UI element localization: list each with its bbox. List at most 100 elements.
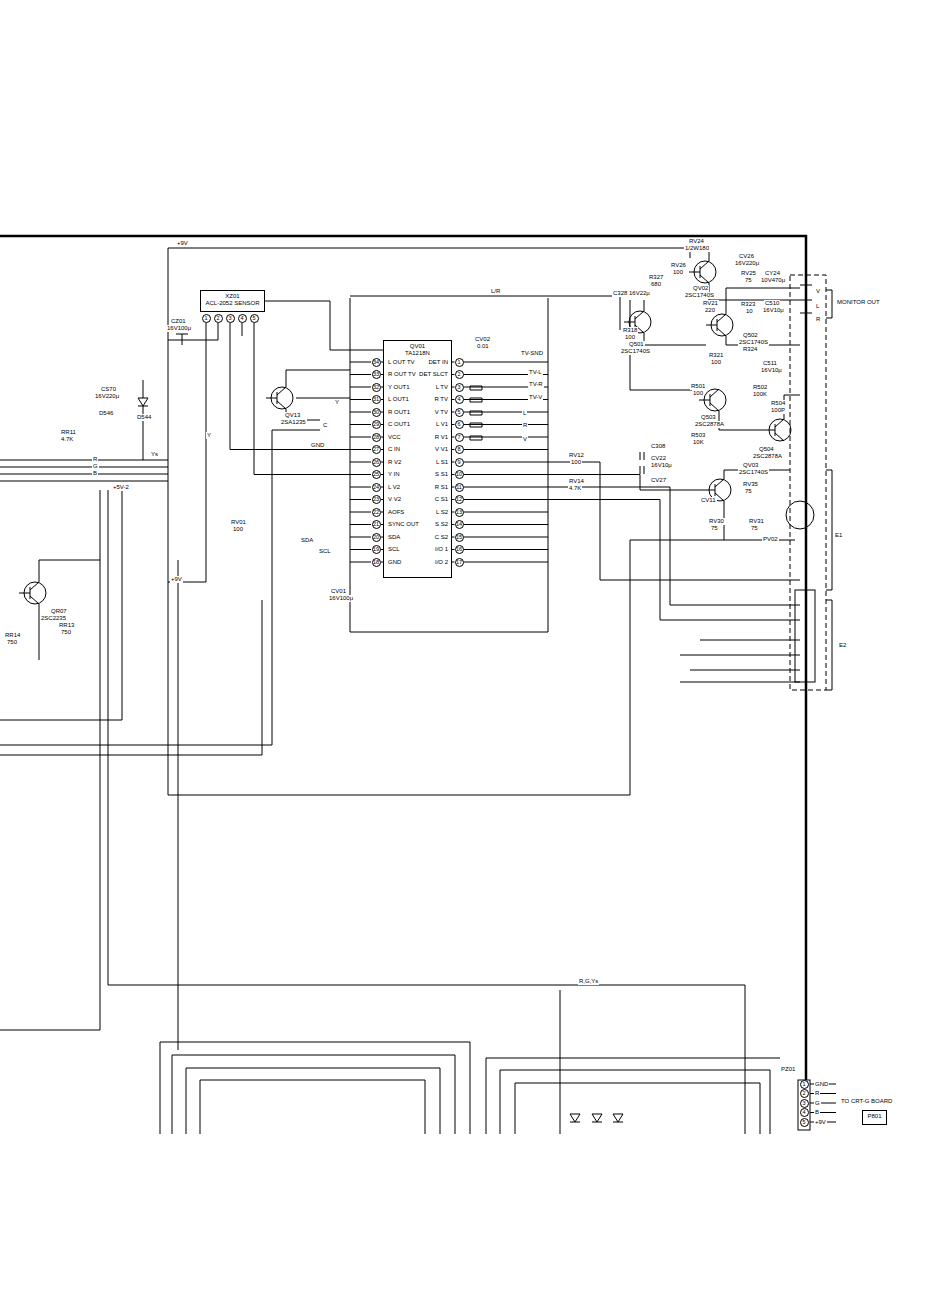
component-label: SCL <box>318 548 332 555</box>
board-tag: P801 <box>862 1110 887 1125</box>
component-label: 750 <box>6 639 18 646</box>
component-label: 10K <box>692 439 705 446</box>
component-label: R,G,Ys <box>578 978 599 985</box>
component-label: 100 <box>692 390 704 397</box>
component-label: CV27 <box>650 477 667 484</box>
pin-number: 33 <box>372 370 381 379</box>
pin-name: L V1 <box>435 421 449 428</box>
component-label: 100P <box>770 407 786 414</box>
wire <box>0 490 122 720</box>
component-label: 220 <box>704 307 716 314</box>
sensor-pin: 3 <box>226 314 235 323</box>
component-label: RR14 <box>4 632 21 639</box>
connector-pin: 3 <box>800 1099 809 1108</box>
pin-number: 9 <box>455 458 464 467</box>
component-label: L <box>522 410 527 417</box>
pin-name: L OUT TV <box>387 359 416 366</box>
pin-number: 13 <box>455 508 464 517</box>
wire <box>168 323 206 582</box>
component-label: Q502 <box>742 332 759 339</box>
component-label: RV12 <box>568 452 585 459</box>
component-label: 4.7K <box>60 436 74 443</box>
diode-symbol <box>570 1114 623 1122</box>
pin-number: 34 <box>372 358 381 367</box>
node-text: P801 <box>866 1113 883 1120</box>
component-label: QV03 <box>742 462 759 469</box>
pin-stub <box>452 437 548 438</box>
pin-number: 16 <box>455 545 464 554</box>
wire <box>680 640 800 682</box>
component-label: Y <box>206 432 212 439</box>
jack-contacts <box>800 285 812 313</box>
component-label: RR13 <box>58 622 75 629</box>
pin-number: 32 <box>372 383 381 392</box>
component-label: CV02 <box>474 336 491 343</box>
wire <box>548 487 800 605</box>
wire <box>254 323 350 475</box>
component-label: Q504 <box>758 446 775 453</box>
component-label: +5V-2 <box>112 484 130 491</box>
pin-name: S S2 <box>434 521 449 528</box>
pin-stub <box>452 524 548 525</box>
s-video-jack <box>786 501 814 529</box>
component-label: QV13 <box>284 412 301 419</box>
pin-number: 25 <box>372 470 381 479</box>
pin-number: 4 <box>455 395 464 404</box>
pin-number: 26 <box>372 458 381 467</box>
component-label: CV01 <box>330 588 347 595</box>
wire <box>350 296 620 330</box>
transistor-symbol <box>706 314 726 336</box>
component-label: 75 <box>710 525 719 532</box>
component-label: +9V <box>176 240 189 247</box>
node-text: ACL-2052 SENSOR <box>204 300 261 307</box>
component-label: RV25 <box>740 270 757 277</box>
pin-number: 27 <box>372 445 381 454</box>
transistor-symbol <box>266 387 286 409</box>
component-label: R321 <box>708 352 724 359</box>
component-label: Y <box>334 399 340 406</box>
component-label: TV-SND <box>520 350 544 357</box>
wire <box>0 490 100 1030</box>
pin-number: 21 <box>372 520 381 529</box>
supply-rail <box>168 248 690 258</box>
pin-name: S S1 <box>434 471 449 478</box>
component-label: PZ01 <box>780 1066 796 1073</box>
pin-number: 1 <box>455 358 464 367</box>
pin-stub <box>452 512 548 513</box>
component-label: C308 <box>650 443 666 450</box>
component-label: CY24 <box>764 270 781 277</box>
pin-name: I/O 1 <box>434 546 449 553</box>
component-label: R327 <box>648 274 664 281</box>
component-label: 2SC1740S <box>738 469 769 476</box>
pin-number: 23 <box>372 495 381 504</box>
connector-pin: 2 <box>800 1089 809 1098</box>
component-label: V <box>815 288 821 295</box>
signal-name: R <box>814 1090 820 1097</box>
pin-number: 14 <box>455 520 464 529</box>
wire <box>548 500 800 621</box>
component-label: 16V220μ <box>94 393 120 400</box>
component-label: 75 <box>744 277 753 284</box>
component-label: QV02 <box>692 285 709 292</box>
frame-wire <box>0 236 806 1080</box>
jack-block <box>795 590 815 682</box>
wire <box>726 288 800 345</box>
pin-name: V V1 <box>434 446 449 453</box>
pin-name: I/O 2 <box>434 559 449 566</box>
wire <box>242 323 243 336</box>
component-label: RV31 <box>748 518 765 525</box>
component-label: TV-V <box>528 394 543 401</box>
node-text: XZ01 <box>204 293 261 300</box>
component-label: R323 <box>740 301 756 308</box>
component-label: TV-R <box>528 381 544 388</box>
pin-number: 11 <box>455 483 464 492</box>
pin-number: 2 <box>455 370 464 379</box>
sensor-module: XZ01ACL-2052 SENSOR <box>200 290 265 312</box>
pin-name: C S1 <box>434 496 449 503</box>
pin-name: C IN <box>387 446 401 453</box>
component-label: QR07 <box>50 608 68 615</box>
sensor-pin: 2 <box>214 314 223 323</box>
component-label: 2SC2878A <box>752 453 783 460</box>
component-label: 2SC1740S <box>684 292 715 299</box>
pin-stub <box>452 499 548 500</box>
